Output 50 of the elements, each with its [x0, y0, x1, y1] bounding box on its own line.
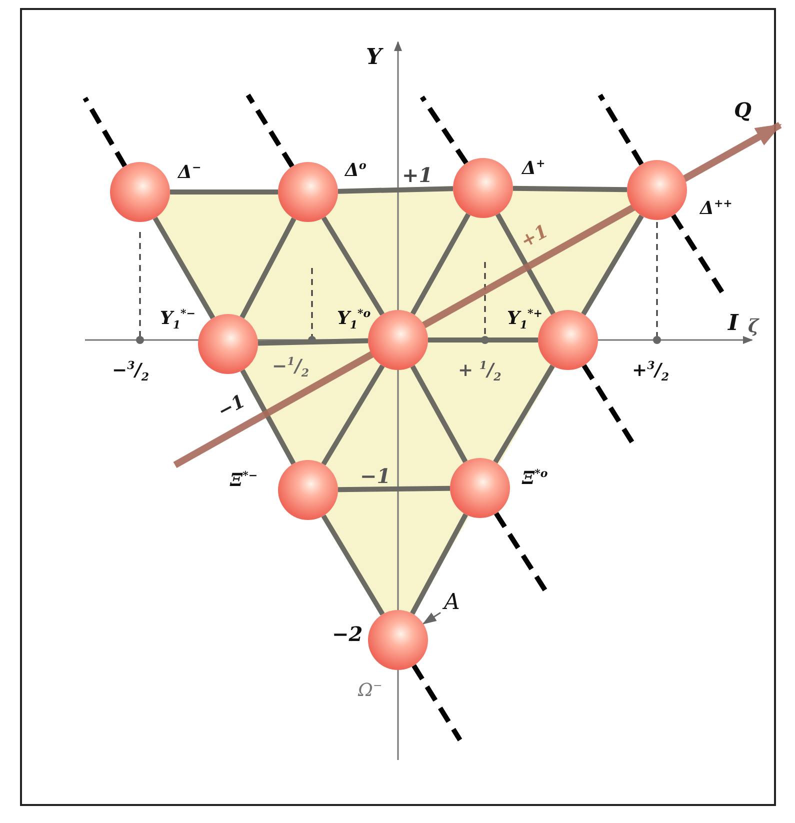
charge-line [412, 664, 462, 742]
connecting-line [410, 513, 468, 615]
connecting-line [581, 214, 644, 316]
connecting-line [338, 186, 454, 194]
connecting-line [240, 369, 296, 465]
leader-arrow [422, 612, 441, 624]
tick-label: −$^{3}$/$_{2}$ [112, 360, 149, 383]
charge-line [671, 214, 724, 294]
charge-line [494, 512, 548, 592]
connecting-line [321, 514, 385, 616]
charge-line [582, 364, 634, 444]
connecting-line [495, 212, 556, 316]
tick-label: + $^{1}$/$_{2}$ [458, 360, 502, 383]
particle-sphere [627, 160, 687, 220]
axis-label: I [728, 312, 738, 334]
connecting-line [152, 216, 216, 320]
value-label: +1 [518, 222, 552, 252]
axis-label: Y [366, 46, 382, 68]
charge-line [246, 94, 294, 168]
charge-line [420, 96, 468, 164]
particle-label: Δ$^{−}$ [178, 162, 202, 182]
charge-line [598, 94, 644, 166]
connecting-line [428, 338, 538, 342]
particle-sphere [368, 610, 428, 670]
particle-label: Ξ$^{*o}$ [522, 468, 548, 488]
connecting-line [512, 186, 628, 192]
value-label: −2 [332, 624, 363, 644]
value-label: −1 [215, 392, 248, 422]
connecting-line [170, 190, 278, 194]
axis-label: ζ [748, 318, 759, 336]
tick-label: −$^{1}$/$_{2}$ [272, 356, 309, 379]
value-label: −1 [360, 466, 391, 486]
particle-label: Δ$^{o}$ [345, 160, 366, 180]
particle-label: Ξ$^{*−}$ [230, 470, 258, 490]
axis-label: Q [734, 100, 752, 120]
value-label: +1 [402, 165, 433, 185]
connecting-line [410, 365, 468, 463]
connecting-line [493, 364, 555, 464]
particle-label: Ω$^{−}$ [358, 680, 382, 700]
connecting-line [410, 212, 471, 316]
connecting-line [338, 486, 450, 492]
charge-line [82, 96, 127, 168]
connecting-line [321, 216, 385, 316]
tick-label: +$^{3}$/$_{2}$ [632, 360, 669, 383]
particle-label: Δ$^{+}$ [522, 158, 546, 178]
connecting-line [321, 364, 385, 466]
point-label: A [444, 592, 460, 614]
connecting-line [258, 338, 368, 346]
particle-label: Δ$^{++}$ [700, 198, 732, 218]
connecting-line [240, 217, 296, 319]
